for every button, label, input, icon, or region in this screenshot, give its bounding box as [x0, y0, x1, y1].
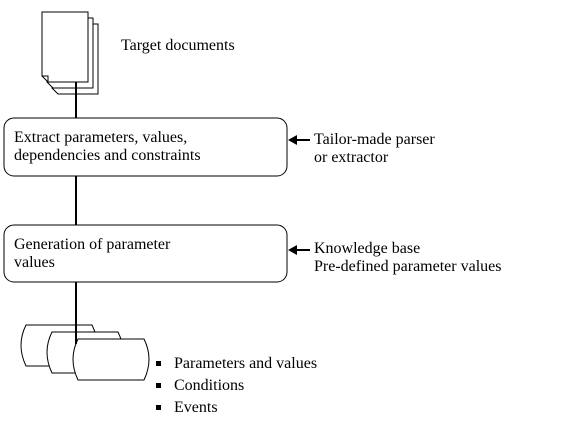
generation-box-text: Generation of parameter values	[14, 236, 170, 272]
parser-line-2: or extractor	[314, 149, 389, 166]
list-item: Events	[156, 397, 317, 419]
bullet-icon	[156, 405, 161, 410]
list-item: Parameters and values	[156, 353, 317, 375]
knowledge-line-2: Pre-defined parameter values	[314, 258, 502, 275]
documents-label: Target documents	[121, 37, 235, 54]
output-files-icon	[20, 324, 150, 381]
arrow-parser-to-extract	[288, 135, 310, 145]
extract-line-2: dependencies and constraints	[14, 147, 201, 164]
generation-line-2: values	[14, 254, 55, 271]
documents-icon	[41, 11, 99, 95]
extract-line-1: Extract parameters, values,	[14, 129, 188, 146]
generation-box	[3, 224, 288, 283]
bullet-icon	[156, 361, 161, 366]
extract-box-text: Extract parameters, values, dependencies…	[14, 129, 201, 165]
generation-line-1: Generation of parameter	[14, 236, 171, 253]
list-item: Conditions	[156, 375, 317, 397]
knowledge-label: Knowledge base Pre-defined parameter val…	[314, 240, 501, 276]
parser-label: Tailor-made parser or extractor	[314, 131, 435, 167]
parser-line-1: Tailor-made parser	[314, 131, 435, 148]
arrow-knowledge-to-generation	[288, 245, 310, 255]
extract-box	[3, 117, 288, 177]
bullet-icon	[156, 383, 161, 388]
outputs-list: Parameters and values Conditions Events	[156, 353, 317, 419]
knowledge-line-1: Knowledge base	[314, 240, 421, 257]
